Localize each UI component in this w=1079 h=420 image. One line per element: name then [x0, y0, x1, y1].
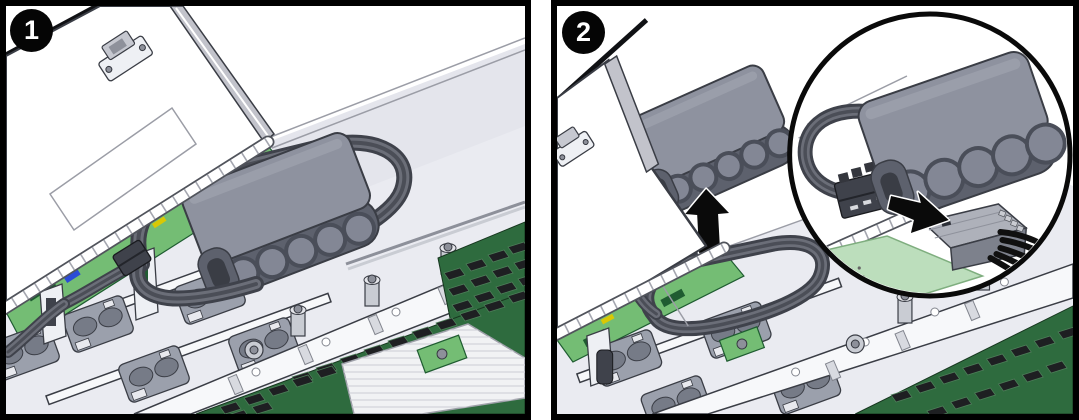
- chassis-mid-wall: [133, 250, 525, 414]
- step-2-number: 2: [575, 17, 592, 47]
- step-1-illustration: [6, 6, 525, 414]
- cable-plug: [112, 239, 152, 277]
- yellow-connector: [600, 313, 615, 325]
- step-2-badge: 2: [562, 11, 605, 54]
- cover-hinge: [6, 135, 275, 316]
- battery-pack: [181, 132, 380, 299]
- cover-hinge: [557, 241, 731, 342]
- cover-latch: [98, 30, 153, 82]
- battery-cells: [226, 211, 377, 291]
- step-1-badge: 1: [10, 9, 53, 52]
- chassis-side-wall-edge: [345, 200, 525, 266]
- step-2-panel: 2: [551, 0, 1079, 420]
- step-1-panel: 1: [0, 0, 531, 420]
- chassis-top-cover: [557, 18, 708, 338]
- cover-label-outline: [48, 106, 198, 232]
- blue-connector: [63, 269, 81, 284]
- step-1-number: 1: [23, 15, 40, 45]
- chassis-rear-edge: [267, 37, 525, 139]
- yellow-connector: [152, 216, 167, 229]
- board-pad: [416, 334, 468, 374]
- disconnect-arrow: [886, 190, 951, 235]
- dimm-bank-front: [855, 305, 1073, 414]
- cover-latch: [557, 126, 595, 167]
- board-pad: [718, 326, 766, 362]
- step-2-illustration: [557, 11, 1073, 414]
- battery-cable-front: [129, 258, 264, 307]
- inset-cable-loop: [797, 103, 893, 202]
- chassis-top-cover: [6, 6, 276, 310]
- board-connector-left: [586, 327, 614, 387]
